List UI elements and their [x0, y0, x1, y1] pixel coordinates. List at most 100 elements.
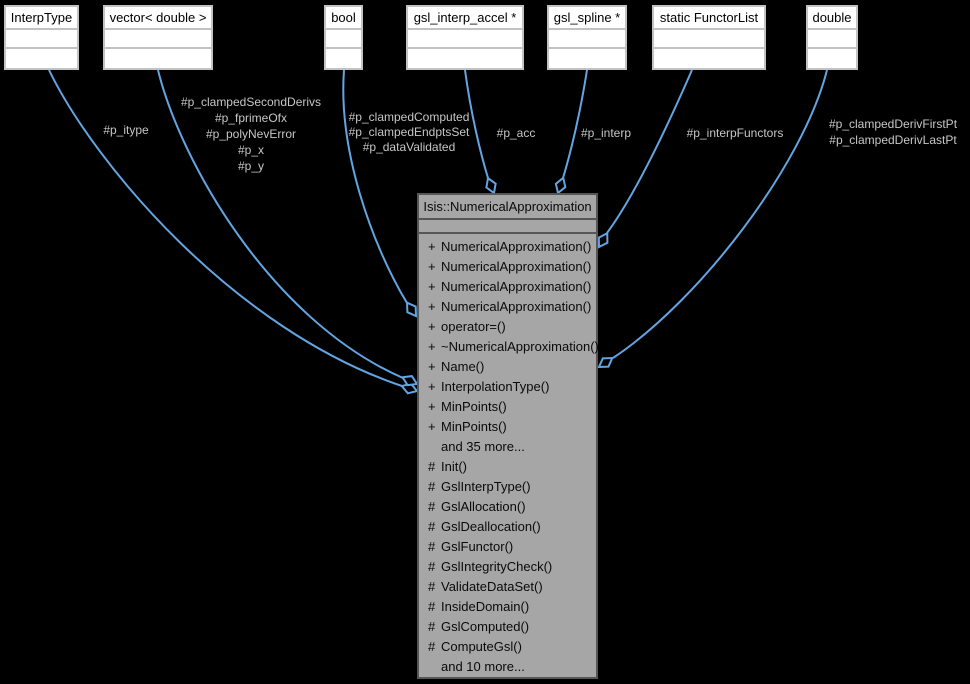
member-name: #p_clampedComputed	[348, 110, 470, 124]
member-name: #p_interpFunctors	[686, 126, 784, 140]
method-row: #GslFunctor()	[419, 537, 596, 557]
access-marker: #	[428, 579, 436, 594]
aggregation-diamond	[405, 301, 418, 318]
method-row: + MinPoints()	[419, 397, 596, 417]
method-name: GslComputed()	[441, 619, 530, 634]
edge-label-interpfunctors: #p_interpFunctors	[687, 126, 784, 141]
access-marker: +	[428, 299, 436, 314]
class-name: static FunctorList	[654, 7, 764, 30]
edge-gsl-spline	[562, 69, 588, 179]
edge-interptype	[48, 69, 403, 387]
method-name: NumericalApproximation()	[441, 279, 592, 294]
class-box-vector-double[interactable]: vector< double >	[103, 5, 213, 70]
member-name: #p_y	[237, 159, 265, 173]
member-name: #p_dataValidated	[362, 140, 456, 154]
method-row: #InsideDomain()	[419, 597, 596, 617]
access-marker: #	[428, 499, 436, 514]
main-methods-compartment: + NumericalApproximation() + NumericalAppr…	[419, 234, 599, 677]
access-marker: #	[428, 559, 436, 574]
access-marker: #	[428, 539, 436, 554]
aggregation-diamond	[485, 176, 497, 195]
class-name: double	[808, 7, 856, 30]
access-marker: +	[428, 399, 436, 414]
methods-compartment	[105, 49, 211, 68]
access-marker: +	[428, 239, 436, 254]
aggregation-diamond	[400, 375, 419, 387]
class-box-double[interactable]: double	[806, 5, 858, 70]
attributes-compartment	[549, 30, 625, 49]
attributes-compartment	[654, 30, 764, 49]
class-box-gsl-spline[interactable]: gsl_spline *	[547, 5, 627, 70]
access-marker	[428, 657, 441, 677]
access-marker: +	[428, 279, 436, 294]
class-box-static-functorlist[interactable]: static FunctorList	[652, 5, 766, 70]
method-name: GslIntegrityCheck()	[441, 559, 553, 574]
member-name: #p_polyNevError	[205, 127, 297, 141]
method-name: operator=()	[441, 319, 506, 334]
edge-gsl-interp-accel	[464, 69, 489, 179]
class-box-interptype[interactable]: InterpType	[4, 5, 79, 70]
method-name: Init()	[441, 459, 467, 474]
method-name: GslInterpType()	[441, 479, 531, 494]
class-box-bool[interactable]: bool	[324, 5, 363, 70]
method-row: #GslDeallocation()	[419, 517, 596, 537]
aggregation-diamond	[399, 382, 419, 395]
method-name: Name()	[441, 359, 485, 374]
edge-label-itype: #p_itype	[103, 123, 148, 138]
methods-compartment	[326, 49, 361, 68]
main-class-title: Isis::NumericalApproximation	[419, 195, 596, 220]
method-row: # GslComputed()	[419, 617, 596, 637]
member-name: #p_fprimeOfx	[214, 111, 288, 125]
method-name: InterpolationType()	[441, 379, 550, 394]
access-marker: #	[428, 479, 436, 494]
more-methods-note: and 10 more...	[441, 659, 525, 674]
methods-compartment	[808, 49, 856, 68]
method-name: MinPoints()	[441, 419, 507, 434]
method-row: #ValidateDataSet()	[419, 577, 596, 597]
edge-vector-double	[157, 69, 404, 379]
access-marker: +	[428, 419, 436, 434]
method-name: NumericalApproximation()	[441, 259, 592, 274]
method-name: MinPoints()	[441, 399, 507, 414]
class-box-numericalapproximation: Isis::NumericalApproximation +NumericalA…	[417, 193, 599, 679]
edge-static-functorlist	[606, 69, 693, 234]
access-marker	[428, 437, 441, 457]
method-row: #Init()	[419, 457, 596, 477]
main-attributes-compartment	[419, 220, 596, 234]
member-name: #p_clampedSecondDerivs	[180, 95, 322, 109]
methods-compartment	[6, 49, 77, 68]
method-row: +~NumericalApproximation()	[419, 337, 599, 357]
access-marker: +	[428, 339, 436, 354]
member-name: #p_clampedDerivFirstPt	[828, 117, 958, 131]
member-name: #p_clampedDerivLastPt	[829, 133, 957, 147]
edge-bool	[342, 69, 408, 304]
class-box-gsl-interp-accel[interactable]: gsl_interp_accel *	[406, 5, 524, 70]
method-row: +NumericalApproximation()	[419, 297, 596, 317]
method-row: #ComputeGsl()	[419, 637, 596, 657]
access-marker: #	[428, 619, 436, 634]
method-name: GslAllocation()	[441, 499, 526, 514]
member-name: #p_interp	[580, 126, 632, 140]
class-name: gsl_spline *	[549, 7, 625, 30]
attributes-compartment	[408, 30, 522, 49]
member-name: #p_x	[237, 143, 265, 157]
access-marker: +	[428, 379, 436, 394]
more-methods-note: and 35 more...	[441, 439, 525, 454]
access-marker: +	[428, 319, 436, 334]
method-row: + Name()	[419, 357, 596, 377]
member-name: #p_acc	[496, 126, 536, 140]
method-row: + operator=()	[419, 317, 596, 337]
methods-compartment	[549, 49, 625, 68]
attributes-compartment	[808, 30, 856, 49]
member-name: #p_itype	[103, 123, 149, 137]
method-row: # GslAllocation()	[419, 497, 596, 517]
aggregation-diamond	[597, 356, 614, 369]
method-row: +NumericalApproximation()	[419, 257, 596, 277]
access-marker: +	[428, 359, 436, 374]
method-name: NumericalApproximation()	[441, 239, 592, 254]
attributes-compartment	[6, 30, 77, 49]
method-row: + NumericalApproximation()	[419, 277, 596, 297]
class-name: vector< double >	[105, 7, 211, 30]
class-name: gsl_interp_accel *	[408, 7, 522, 30]
